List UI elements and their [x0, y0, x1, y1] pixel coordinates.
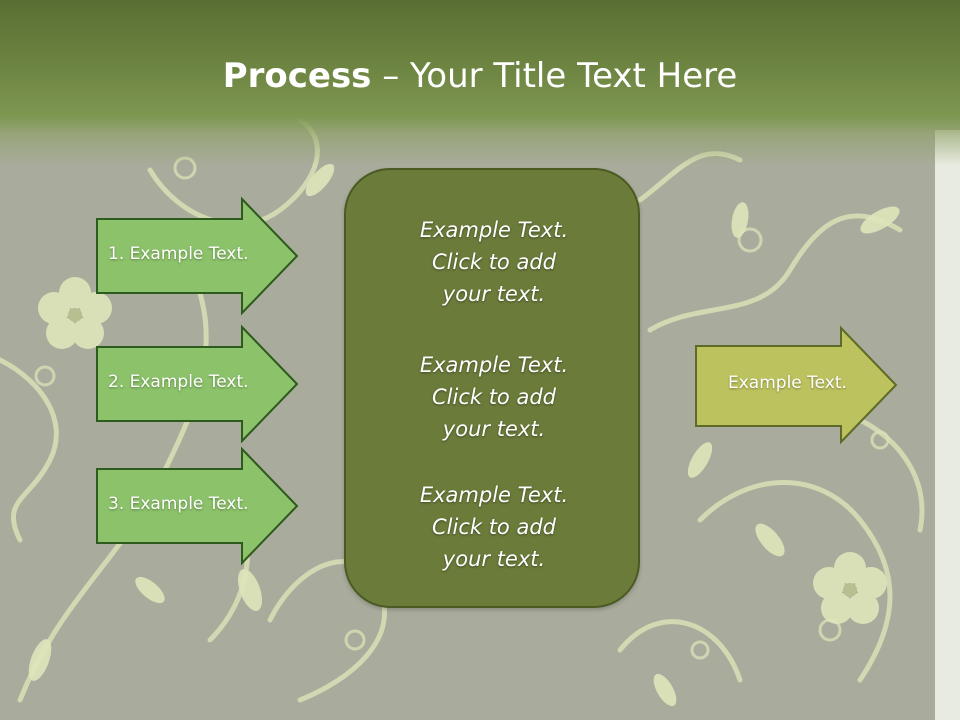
center-paragraph-1: Example Text. Click to add your text.	[346, 214, 642, 310]
arrow-label: Example Text.	[728, 373, 847, 393]
arrow-label: 2. Example Text.	[108, 372, 249, 392]
process-step-arrow-1[interactable]: 1. Example Text.	[96, 196, 299, 316]
paragraph-line: Click to add	[431, 250, 556, 274]
arrow-shape	[96, 446, 299, 566]
paragraph-line: Example Text.	[419, 353, 569, 377]
arrow-shape	[96, 324, 299, 444]
paragraph-line: Click to add	[431, 515, 556, 539]
paragraph-line: your text.	[442, 417, 546, 441]
paragraph-line: your text.	[442, 282, 546, 306]
slide-title[interactable]: Process – Your Title Text Here	[0, 54, 960, 98]
center-paragraph-3: Example Text. Click to add your text.	[346, 479, 642, 575]
center-paragraph-2: Example Text. Click to add your text.	[346, 349, 642, 445]
center-text-box[interactable]: Example Text. Click to add your text. Ex…	[344, 168, 640, 608]
title-rest: – Your Title Text Here	[371, 56, 738, 96]
arrow-label: 1. Example Text.	[108, 244, 249, 264]
paragraph-line: your text.	[442, 547, 546, 571]
paragraph-line: Click to add	[431, 385, 556, 409]
arrow-label: 3. Example Text.	[108, 494, 249, 514]
arrow-shape	[96, 196, 299, 316]
title-bold: Process	[222, 56, 372, 96]
paragraph-line: Example Text.	[419, 483, 569, 507]
arrow-shape	[695, 325, 898, 445]
title-band	[0, 0, 960, 165]
result-arrow[interactable]: Example Text.	[695, 325, 898, 445]
paragraph-line: Example Text.	[419, 218, 569, 242]
process-step-arrow-3[interactable]: 3. Example Text.	[96, 446, 299, 566]
process-step-arrow-2[interactable]: 2. Example Text.	[96, 324, 299, 444]
